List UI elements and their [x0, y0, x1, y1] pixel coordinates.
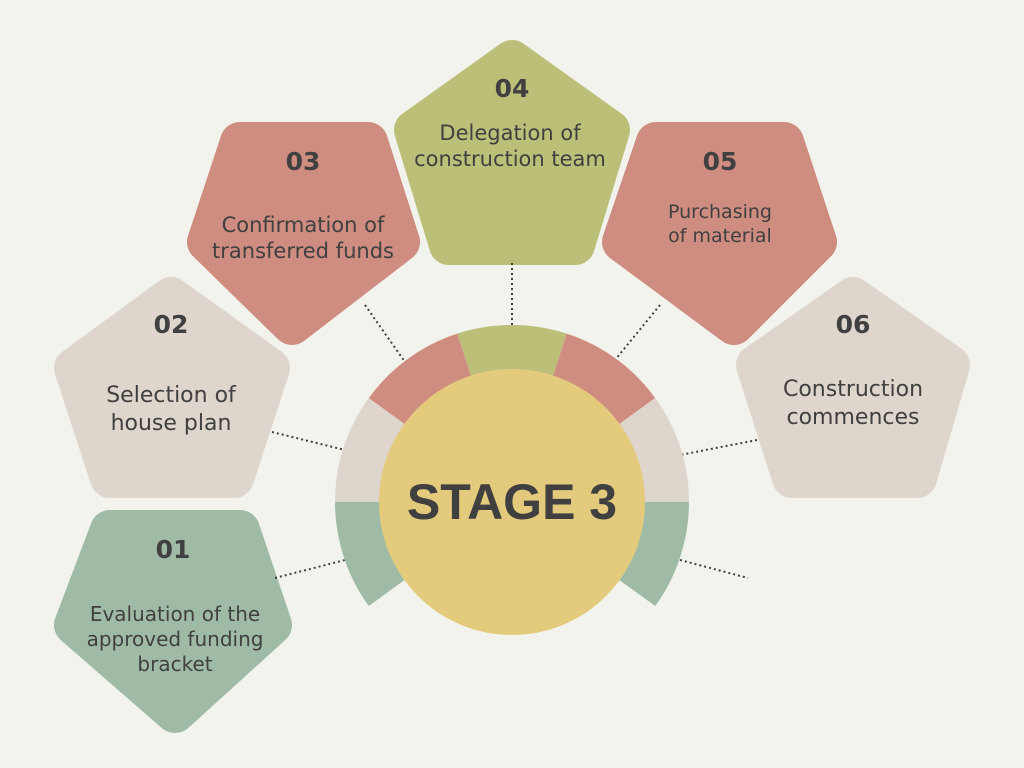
step-02-text: Selection of house plan: [106, 382, 236, 438]
connector-03: [364, 304, 406, 363]
step-02-pentagon: [54, 277, 290, 498]
ring-segment-06: [609, 397, 689, 502]
ring-segment-02: [335, 397, 415, 502]
ring-segment-03: [368, 333, 475, 432]
step-06-pentagon: [736, 277, 970, 498]
step-05-number: 05: [702, 147, 738, 176]
step-03-text-line: Confirmation of: [221, 213, 385, 237]
step-06-text-line: Construction: [782, 377, 924, 402]
step-05-text-line: of material: [668, 225, 772, 247]
step-02-text-line: Selection of: [106, 383, 236, 408]
step-01-text-line: bracket: [137, 652, 213, 676]
step-04-number: 04: [494, 74, 530, 103]
step-03-text-line: transferred funds: [212, 239, 394, 263]
step-01-text-line: Evaluation of the: [89, 602, 261, 626]
step-06-number: 06: [835, 310, 871, 339]
step-04-pentagon: [394, 40, 630, 265]
connector-01: [274, 559, 346, 579]
step-01-pentagon: [54, 510, 292, 733]
step-04-text-line: construction team: [414, 147, 606, 171]
step-02-number: 02: [153, 310, 189, 339]
step-05-pentagon: [602, 122, 837, 345]
connector-extra: [679, 559, 749, 579]
step-04-text-line: Delegation of: [439, 121, 581, 145]
connector-02: [271, 431, 346, 451]
step-01-text-line: approved funding: [86, 627, 264, 651]
ring-segment-extra: [609, 502, 689, 607]
step-03-pentagon: [187, 122, 420, 345]
connector-06: [679, 439, 758, 456]
ring-segment-05: [549, 333, 656, 432]
step-03-number: 03: [285, 147, 321, 176]
step-06-text-line: commences: [786, 405, 920, 430]
step-06-text: Construction commences: [783, 376, 923, 432]
center-label: STAGE 3: [406, 474, 618, 530]
center-circle: [379, 369, 645, 635]
ring-segment-01: [335, 502, 415, 607]
connector-05: [614, 304, 661, 361]
step-02-text-line: house plan: [110, 411, 232, 436]
step-05-text-line: Purchasing: [668, 201, 772, 223]
step-01-number: 01: [155, 535, 191, 564]
